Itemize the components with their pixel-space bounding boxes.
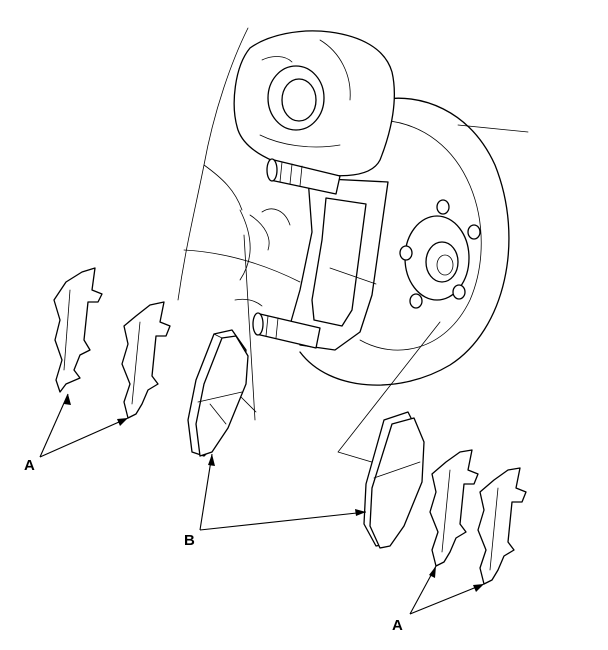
callout-a-right: A [392,617,403,634]
caliper-bracket [252,158,389,351]
brake-disc [299,97,529,386]
leader-lines [39,393,485,615]
callout-a-left: A [24,457,35,474]
steering-knuckle [177,27,301,421]
shim-left-outer [53,267,103,393]
brake-pad-center [187,329,249,457]
caliper-body [233,30,395,177]
brake-pad-right [363,411,425,549]
callout-b: B [184,532,195,549]
shim-right-inner [477,467,527,585]
shim-right-outer [429,449,479,567]
shim-left-inner [121,301,171,419]
